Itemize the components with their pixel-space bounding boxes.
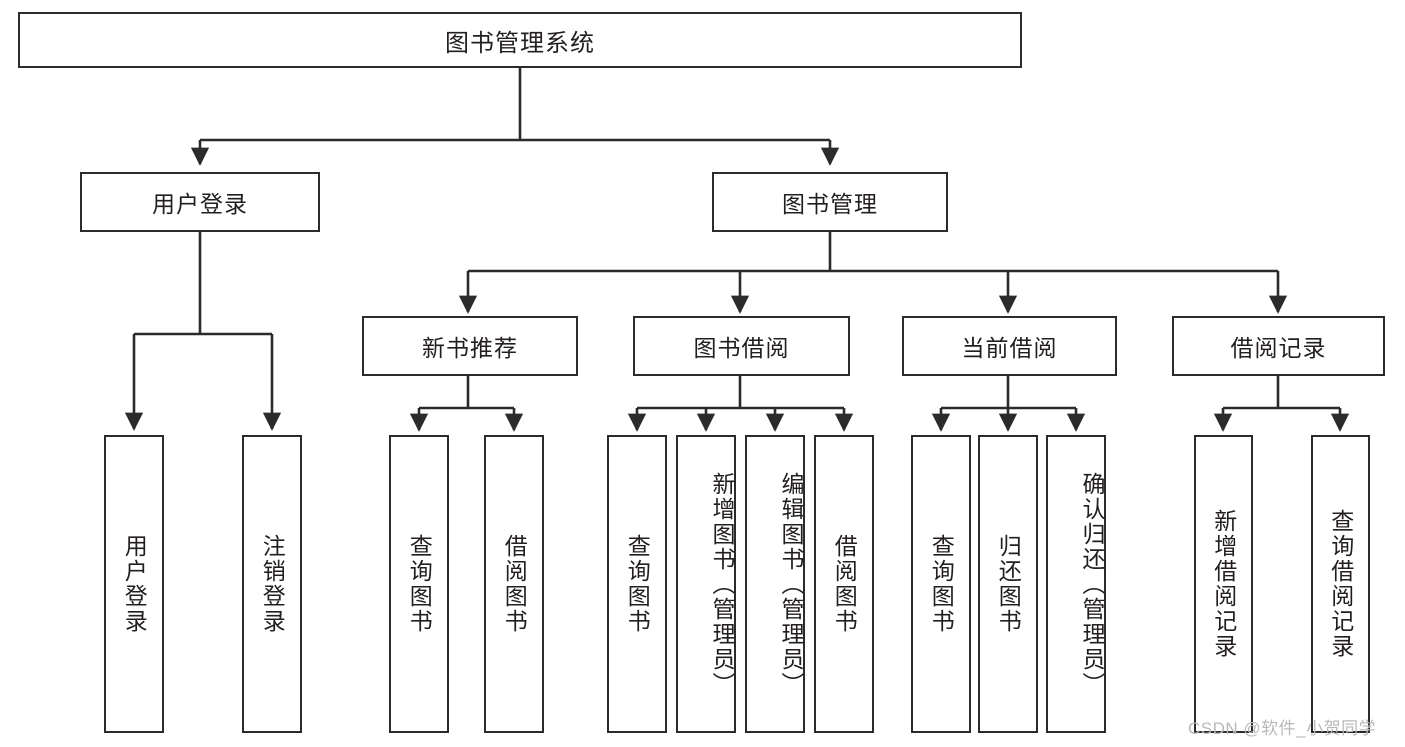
node-borrow-record[interactable]: 借阅记录 [1172,316,1385,376]
leaf-borrow-borrow-book[interactable]: 借阅图书 [814,435,874,733]
node-label: 图书管理系统 [445,29,595,57]
node-label: 查询图书 [406,534,433,634]
node-label: 当前借阅 [961,335,1058,361]
node-label: 新增借阅记录 [1210,509,1237,659]
leaf-borrow-add-book-admin[interactable]: 新增图书（管理员） [676,435,736,733]
node-label: 确认归还（管理员） [1079,471,1105,697]
node-user-login[interactable]: 用户登录 [80,172,320,232]
node-label: 用户登录 [121,534,148,634]
node-book-management[interactable]: 图书管理 [712,172,948,232]
leaf-borrow-edit-book-admin[interactable]: 编辑图书（管理员） [745,435,805,733]
node-label: 注销登录 [259,534,286,634]
node-label: 借阅图书 [831,534,858,634]
leaf-current-return-book[interactable]: 归还图书 [978,435,1038,733]
node-label: 查询图书 [624,534,651,634]
node-label: 用户登录 [152,191,248,217]
leaf-borrow-query-book[interactable]: 查询图书 [607,435,667,733]
node-label: 借阅图书 [501,534,528,634]
node-label: 查询图书 [928,534,955,634]
leaf-user-logout[interactable]: 注销登录 [242,435,302,733]
leaf-newbook-borrow-book[interactable]: 借阅图书 [484,435,544,733]
node-label: 新书推荐 [422,335,518,361]
leaf-current-query-book[interactable]: 查询图书 [911,435,971,733]
node-root-system[interactable]: 图书管理系统 [18,12,1022,68]
node-label: 图书管理 [782,191,878,217]
node-new-book-recommend[interactable]: 新书推荐 [362,316,578,376]
leaf-current-confirm-return-admin[interactable]: 确认归还（管理员） [1046,435,1106,733]
leaf-newbook-query-book[interactable]: 查询图书 [389,435,449,733]
node-label: 查询借阅记录 [1327,509,1354,659]
node-label: 新增图书（管理员） [709,471,735,697]
node-label: 借阅记录 [1230,335,1327,361]
node-current-borrow[interactable]: 当前借阅 [902,316,1117,376]
node-label: 图书借阅 [693,335,790,361]
leaf-user-login[interactable]: 用户登录 [104,435,164,733]
leaf-record-add-record[interactable]: 新增借阅记录 [1194,435,1253,733]
node-book-borrow[interactable]: 图书借阅 [633,316,850,376]
node-label: 编辑图书（管理员） [778,471,804,697]
leaf-record-query-record[interactable]: 查询借阅记录 [1311,435,1370,733]
node-label: 归还图书 [995,534,1022,634]
